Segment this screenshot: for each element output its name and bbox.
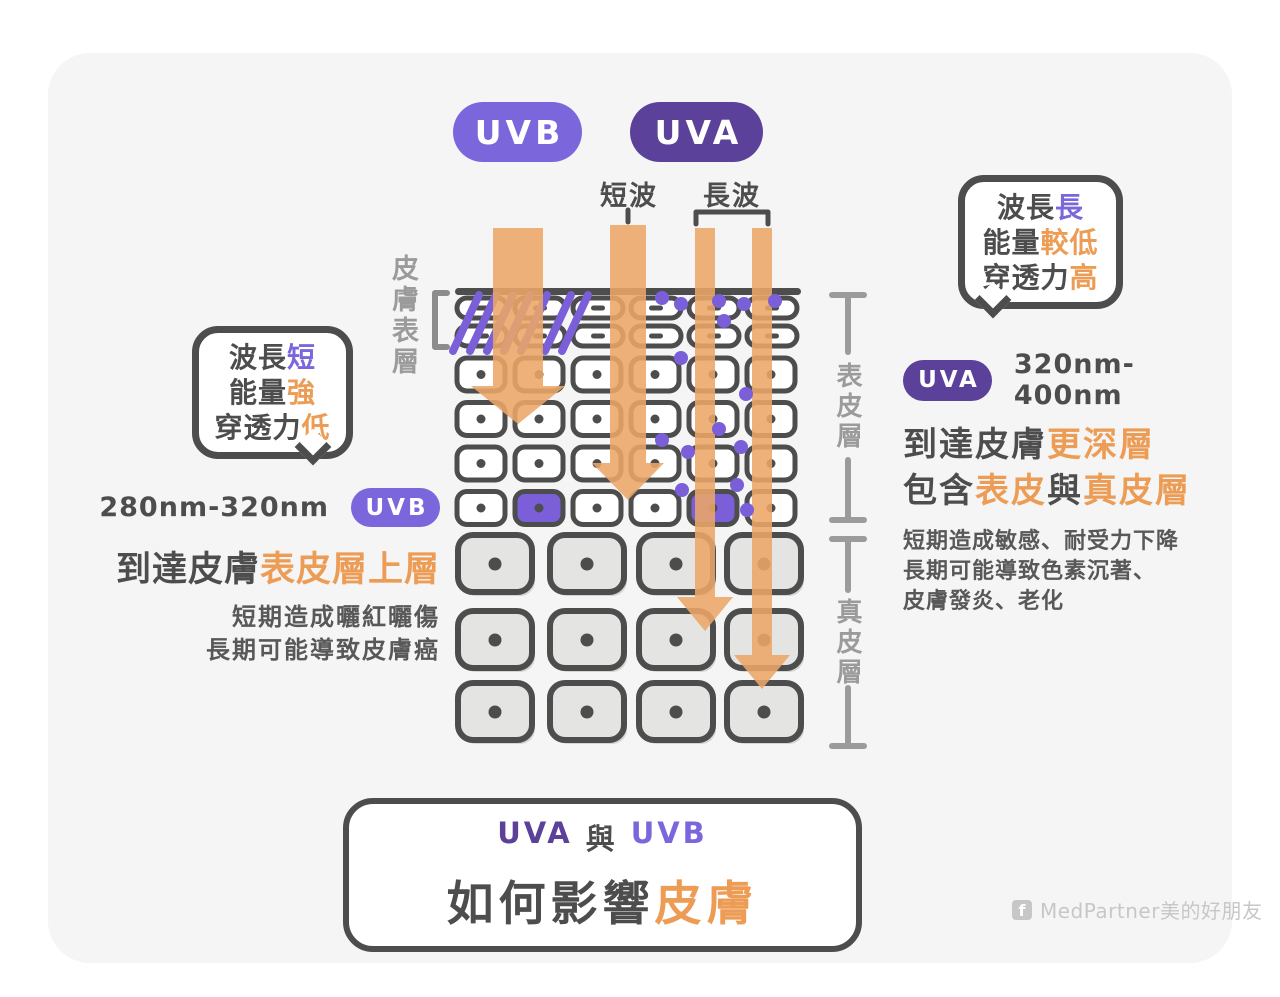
uva-wavelength-range: 320nm-400nm bbox=[1013, 349, 1135, 411]
uvb-header-pill: UVB bbox=[453, 102, 582, 162]
uva-header-pill: UVA bbox=[630, 102, 763, 162]
footer-subtitle: 如何影響皮膚 bbox=[446, 877, 759, 932]
uvb-bubble-line2: 能量強 bbox=[228, 376, 317, 409]
uvb-bubble-line1: 波長短 bbox=[228, 341, 317, 374]
uva-description-block: UVA 320nm-400nm 到達皮膚更深層 包含表皮與真皮層 短期造成敏感、… bbox=[903, 349, 1233, 617]
uvb-notes: 短期造成曬紅曬傷 長期可能導致皮膚癌 bbox=[206, 603, 440, 664]
uvb-small-pill: UVB bbox=[351, 488, 440, 527]
uvb-description-block: 280nm-320nm UVB 到達皮膚表皮層上層 短期造成曬紅曬傷 長期可能導… bbox=[90, 488, 440, 667]
dermis-label: 真皮層 bbox=[832, 598, 862, 688]
uva-notes: 短期造成敏感、耐受力下降 長期可能導致色素沉著、 皮膚發炎、老化 bbox=[903, 529, 1180, 614]
watermark-text: MedPartner美的好朋友 bbox=[1040, 899, 1263, 923]
uvb-wavelength-range: 280nm-320nm bbox=[99, 492, 329, 523]
uva-bubble-line2: 能量較低 bbox=[982, 225, 1099, 259]
short-wave-label: 短波 bbox=[600, 181, 658, 212]
uva-bubble-line1: 波長長 bbox=[996, 190, 1085, 224]
uva-headline: 到達皮膚更深層 包含表皮與真皮層 bbox=[903, 425, 1191, 511]
watermark: f MedPartner美的好朋友 bbox=[1012, 895, 1262, 924]
epidermis-label: 表皮層 bbox=[832, 362, 862, 452]
uvb-headline: 到達皮膚表皮層上層 bbox=[115, 550, 440, 590]
uva-speech-bubble: 波長長 能量較低 穿透力高 bbox=[958, 175, 1123, 309]
uvb-speech-bubble: 波長短 能量強 穿透力低 bbox=[192, 326, 353, 459]
footer-title-box: UVA 與 UVB 如何影響皮膚 bbox=[343, 798, 862, 952]
skin-surface-label: 皮膚表層 bbox=[387, 254, 418, 378]
footer-title: UVA 與 UVB bbox=[497, 816, 708, 856]
long-wave-label: 長波 bbox=[703, 181, 761, 212]
uva-small-pill: UVA bbox=[903, 359, 992, 401]
facebook-icon: f bbox=[1012, 899, 1032, 920]
